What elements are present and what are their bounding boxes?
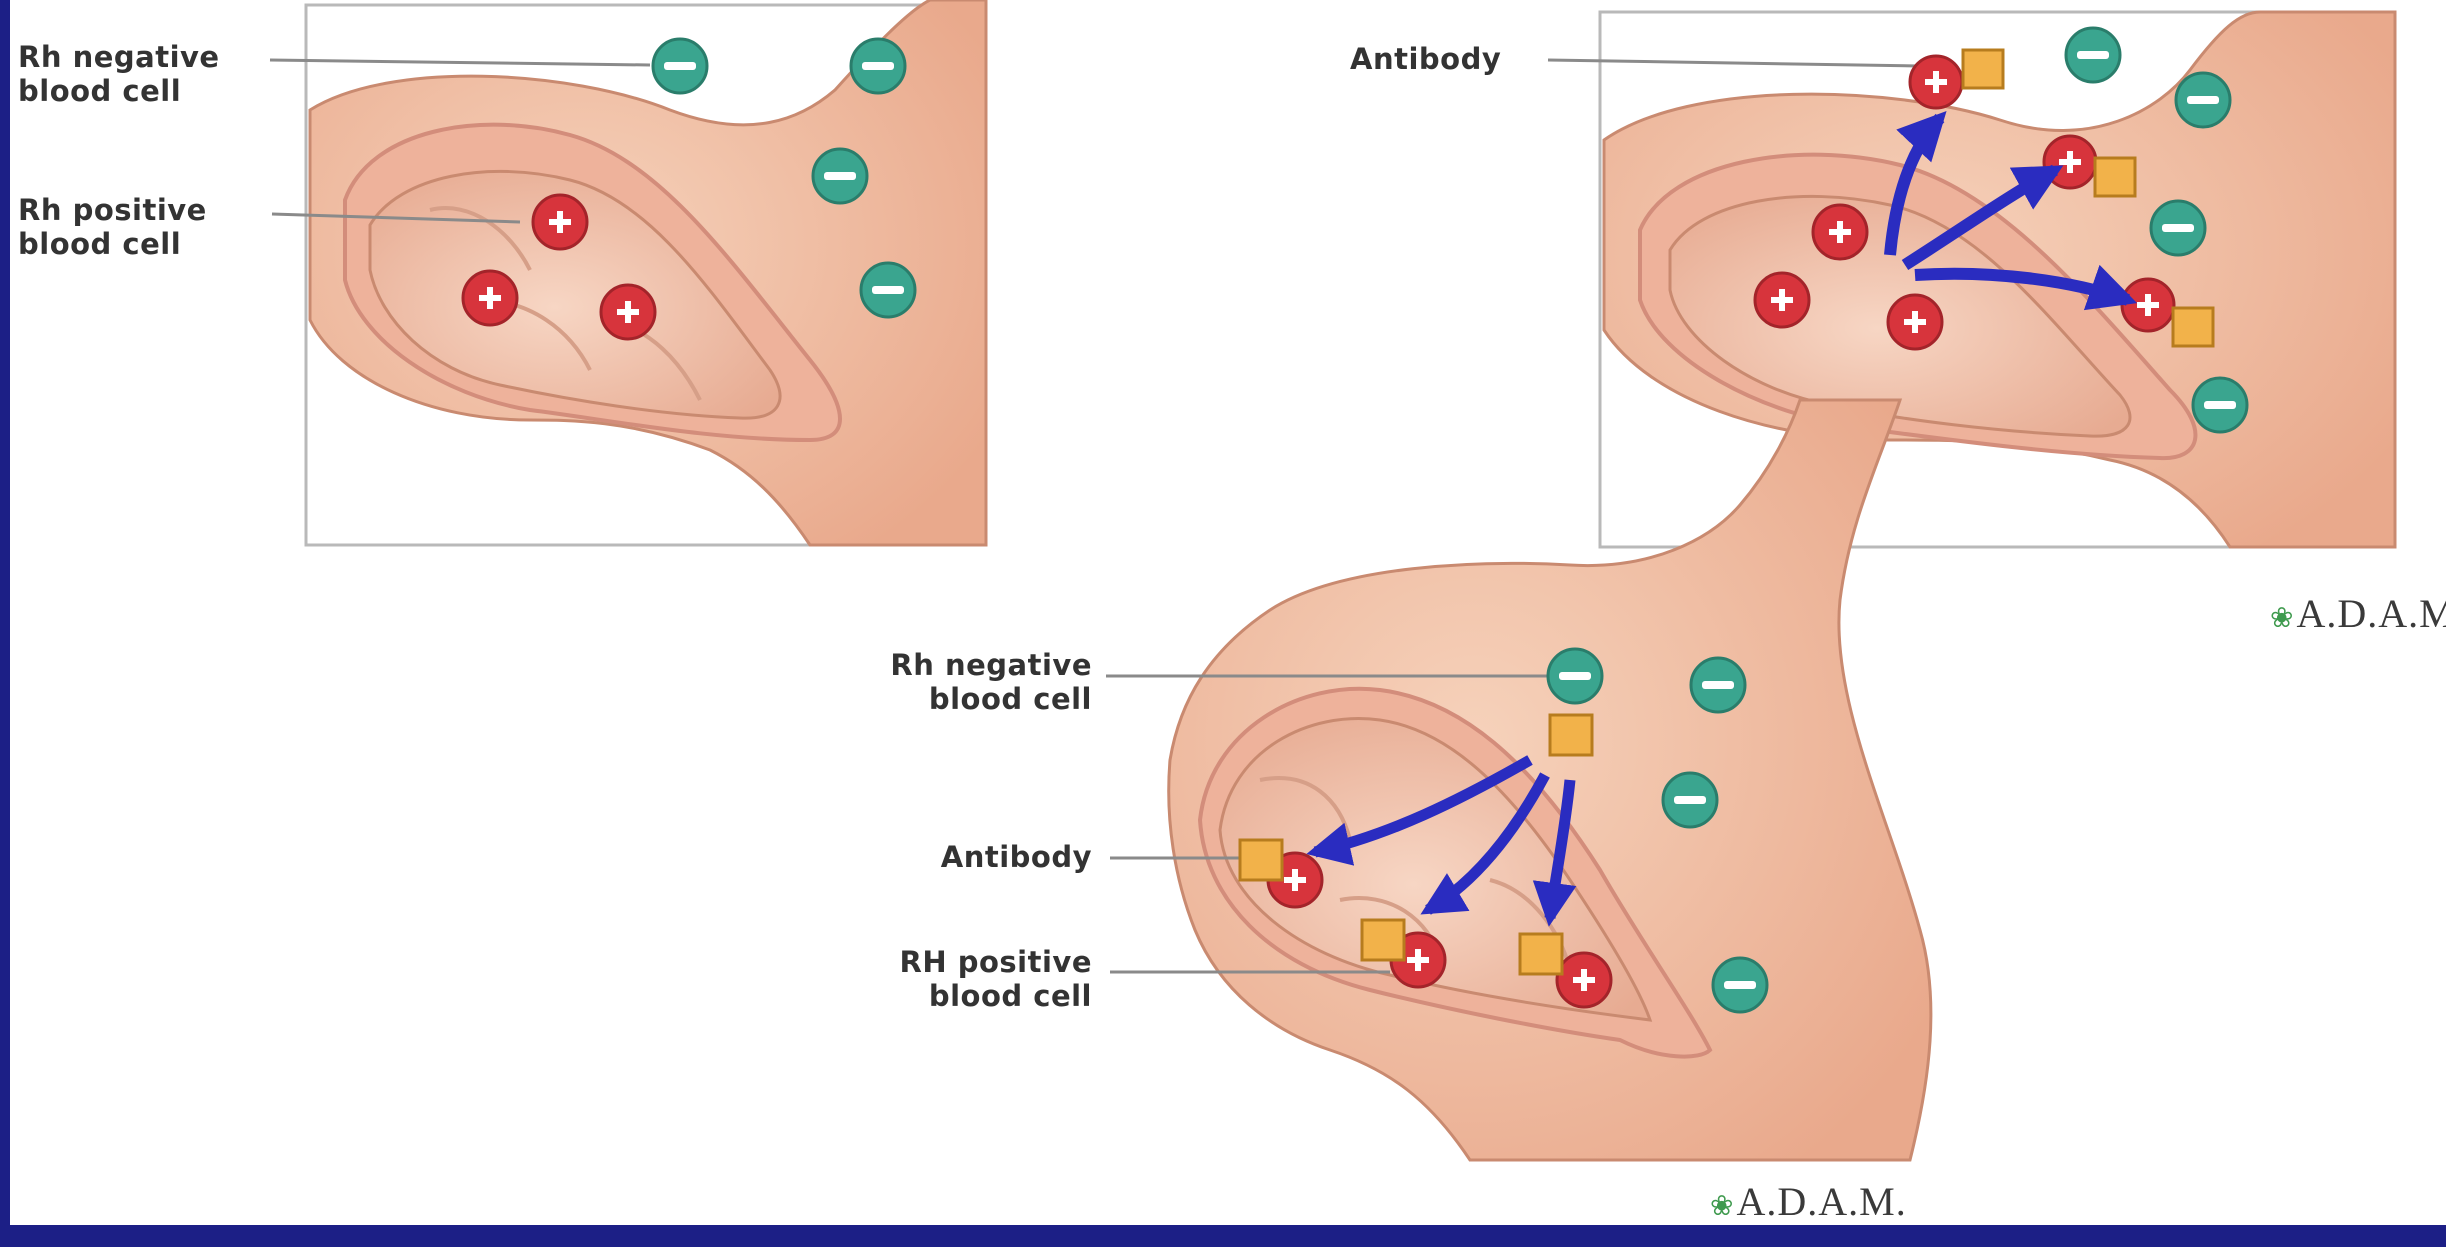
rh-negative-cell [1689,656,1747,714]
arrow [1901,164,2064,271]
illustration [269,0,2397,1162]
arrow [1420,772,1550,915]
rh-positive-cell [1753,271,1811,329]
antibody-square [1238,838,1284,882]
rh-negative-cell [2064,26,2122,84]
adam-logo-text: A.D.A.M. [2296,591,2446,636]
antibody-square [1961,48,2005,90]
leaf-icon: ❀ [1710,1190,1735,1222]
antibody-square [2093,156,2137,198]
plus-icon [1925,71,1947,93]
rh-negative-cell [811,147,869,205]
top-right-antibody-label: Antibody [1350,42,1502,76]
arrow [1532,779,1577,927]
minus-icon [2204,401,2236,409]
plus-icon [1904,311,1926,333]
rh-negative-cell [1711,956,1769,1014]
minus-icon [1674,796,1706,804]
antibody-square [1548,713,1594,757]
rh-positive-cell [531,193,589,251]
rh-positive-cell [1555,951,1613,1009]
panel-top-right [1547,10,2397,549]
plus-icon [549,211,571,233]
slide: Rh negative blood cell Rh positive blood… [10,0,2446,1225]
rh-negative-cell [1546,647,1604,705]
adam-logo-top-right: ❀A.D.A.M. [2270,590,2446,637]
fetus [368,170,782,420]
plus-icon [1829,221,1851,243]
plus-icon [1284,869,1306,891]
plus-icon [617,301,639,323]
rh-positive-cell [2042,134,2098,190]
top-left-rh-negative-label: Rh negative blood cell [18,40,220,108]
rh-negative-cell [2149,199,2207,257]
rh-positive-cell [1908,54,1964,110]
rh-positive-cell [1811,203,1869,261]
arrow [1914,264,2138,311]
plus-icon [1407,949,1429,971]
minus-icon [824,172,856,180]
plus-icon [2059,151,2081,173]
rh-negative-cell [849,37,907,95]
minus-icon [862,62,894,70]
minus-icon [664,62,696,70]
bottom-antibody-label: Antibody [940,840,1092,874]
panel-top-left [269,0,988,547]
leaf-icon: ❀ [2270,602,2295,634]
top-left-rh-positive-label: Rh positive blood cell [18,193,207,261]
plus-icon [2137,294,2159,316]
plus-icon [1573,969,1595,991]
minus-icon [1559,672,1591,680]
adam-logo-bottom: ❀A.D.A.M. [1710,1178,1907,1225]
rh-negative-cell [2191,376,2249,434]
minus-icon [2077,51,2109,59]
plus-icon [479,287,501,309]
minus-icon [1724,981,1756,989]
arrow [1884,110,1947,256]
minus-icon [872,286,904,294]
bottom-rh-negative-label: Rh negative blood cell [890,648,1092,716]
antibody-square [1360,918,1406,962]
rh-negative-cell [859,261,917,319]
rh-positive-cell [1886,293,1944,351]
rh-negative-cell [1661,771,1719,829]
minus-icon [2187,96,2219,104]
panel-bottom [1106,398,1933,1162]
antibody-square [2171,306,2215,348]
rh-positive-cell [461,269,519,327]
rh-positive-cell [599,283,657,341]
minus-icon [2162,224,2194,232]
rh-negative-cell [2174,71,2232,129]
rh-positive-cell [2120,277,2176,333]
arrow [1306,755,1533,866]
plus-icon [1771,289,1793,311]
antibody-square [1518,932,1564,976]
rh-negative-cell [651,37,709,95]
minus-icon [1702,681,1734,689]
adam-logo-text: A.D.A.M. [1736,1179,1907,1224]
bottom-rh-positive-label: RH positive blood cell [899,945,1092,1013]
